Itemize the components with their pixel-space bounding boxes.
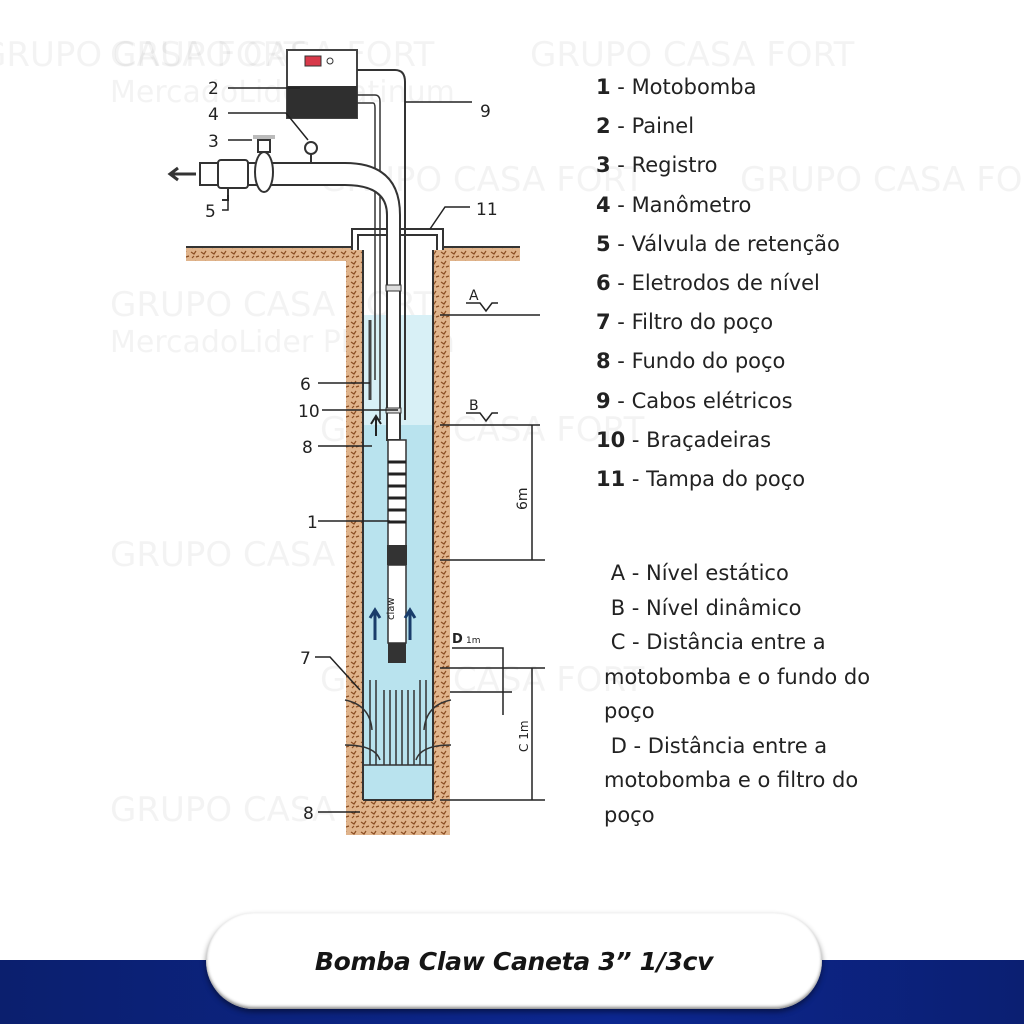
callout-7: 7	[300, 649, 311, 669]
well-filter	[344, 680, 452, 766]
six-meter-label: 6m	[515, 487, 531, 510]
callout-3: 3	[208, 132, 219, 152]
submersible-pump: claw	[386, 439, 407, 663]
dist-d-value: 1m	[466, 636, 481, 646]
legend-item: 4 - Manômetro	[596, 192, 752, 217]
well-wall-left	[346, 250, 363, 835]
legend-item: 7 - Filtro do poço	[596, 310, 774, 335]
legend-item: 2 - Painel	[596, 114, 695, 139]
panel-light-icon	[326, 57, 334, 65]
well-bottom	[346, 800, 450, 835]
callout-leaders	[222, 87, 472, 813]
product-title: Bomba Claw Caneta 3” 1/3cv	[314, 946, 714, 976]
panel-display	[304, 55, 322, 67]
legend-item: A - Nível estático	[610, 561, 789, 585]
callout-4: 4	[208, 105, 219, 125]
dist-d-label: D	[452, 632, 463, 647]
pump-brand-label: claw	[386, 597, 397, 620]
check-valve	[217, 159, 249, 189]
product-title-banner: Bomba Claw Caneta 3” 1/3cv	[206, 913, 822, 1009]
flow-arrow-icon	[370, 414, 382, 436]
callout-6: 6	[300, 375, 311, 395]
legend-item: 6 - Eletrodos de nível	[596, 270, 820, 295]
legend-item: C - Distância entre a motobomba e o fund…	[604, 630, 871, 723]
electric-cable	[357, 69, 406, 420]
legend-item: 10 - Braçadeiras	[596, 427, 772, 452]
level-a-label: A	[469, 288, 479, 304]
legend-item: B - Nível dinâmico	[610, 595, 802, 620]
callout-1: 1	[307, 513, 318, 533]
callout-10: 10	[298, 402, 320, 422]
legend-item: 8 - Fundo do poço	[596, 349, 786, 374]
legend-item: 11 - Tampa do poço	[596, 466, 806, 491]
legend-item: 5 - Válvula de retenção	[596, 231, 840, 256]
callout-11: 11	[476, 200, 498, 220]
flow-arrow-icon	[368, 607, 417, 640]
levels-legend: A - Nível estático B - Nível dinâmico C …	[604, 556, 884, 832]
well-wall-right	[433, 250, 450, 835]
clamp	[385, 284, 402, 292]
panel-lower	[287, 86, 357, 118]
ground-left	[186, 247, 352, 261]
callout-8-bottom: 8	[303, 804, 314, 824]
dimension-lines	[440, 302, 545, 801]
callout-2: 2	[208, 79, 219, 99]
callout-9: 9	[480, 102, 491, 122]
legend-item: D - Distância entre a motobomba e o filt…	[604, 733, 859, 827]
dist-c-label: C 1m	[517, 720, 531, 752]
callout-8-top: 8	[302, 438, 313, 458]
callout-5: 5	[205, 202, 216, 222]
legend-item: 3 - Registro	[596, 153, 718, 178]
legend-item: 1 - Motobomba	[596, 75, 757, 99]
level-b-label: B	[469, 398, 479, 414]
ground-right	[442, 247, 520, 261]
electrode-cables	[357, 94, 381, 420]
register-valve	[254, 151, 274, 193]
legend-item: 9 - Cabos elétricos	[596, 388, 793, 413]
component-legend: 1 - Motobomba 2 - Painel 3 - Registro 4 …	[596, 72, 840, 503]
manometer-gauge	[304, 141, 318, 155]
outlet-arrow-icon	[167, 166, 196, 182]
